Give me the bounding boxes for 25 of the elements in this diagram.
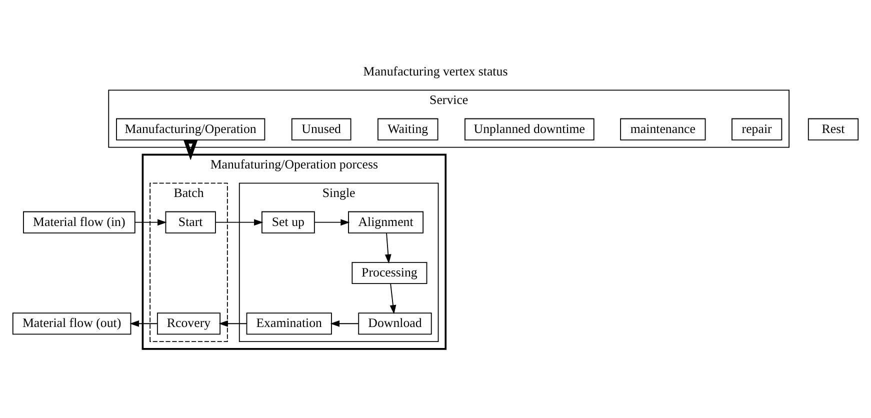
arrow <box>134 219 167 226</box>
node-box: Material flow (out) <box>12 312 132 335</box>
arrow <box>330 320 359 327</box>
node-box: Processing <box>352 262 428 284</box>
arrow <box>390 283 396 314</box>
node-box: Manufacturing/Operation <box>116 118 266 140</box>
node-box: Material flow (in) <box>23 211 136 234</box>
node-box: Rest <box>808 118 859 140</box>
node-box: Examination <box>246 312 332 335</box>
arrow <box>314 219 350 226</box>
node-box: Unplanned downtime <box>464 118 594 140</box>
node-box: Download <box>358 312 432 335</box>
arrow <box>130 320 158 327</box>
arrow <box>384 232 392 264</box>
node-box: Rcovery <box>156 312 221 335</box>
diagram-title: Manufacturing vertex status <box>363 64 508 79</box>
node-box: Unused <box>291 118 352 140</box>
arrow <box>218 320 247 327</box>
node-box: Start <box>165 211 216 234</box>
arrow <box>215 219 264 226</box>
node-box: Waiting <box>378 118 438 140</box>
node-box: maintenance <box>620 118 706 140</box>
node-box: Alignment <box>348 211 424 234</box>
node-box: repair <box>732 118 782 140</box>
node-box: Set up <box>261 211 315 234</box>
